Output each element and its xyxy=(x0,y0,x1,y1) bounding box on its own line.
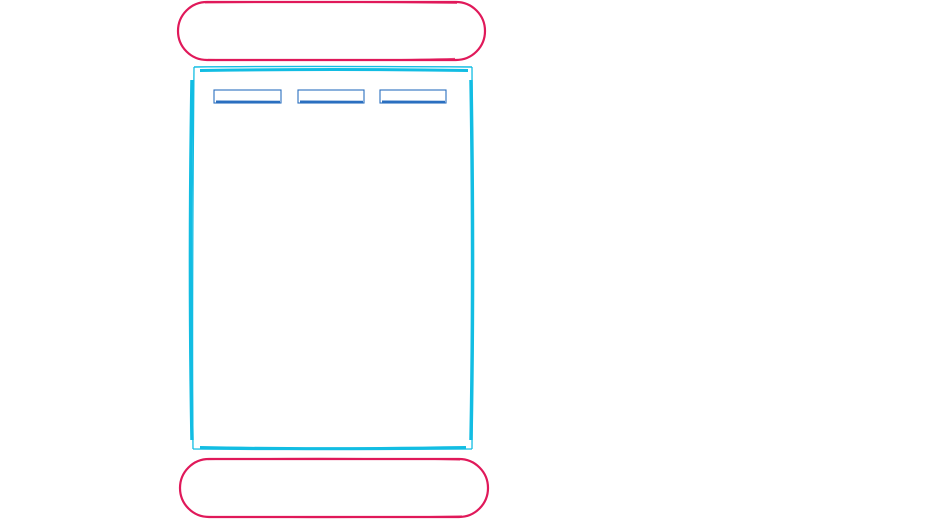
tab-3 xyxy=(379,89,447,104)
tab-1 xyxy=(213,89,282,104)
footer-pill xyxy=(178,457,490,519)
content-panel xyxy=(188,65,475,451)
header-pill xyxy=(176,0,487,62)
tab-2 xyxy=(297,89,365,104)
